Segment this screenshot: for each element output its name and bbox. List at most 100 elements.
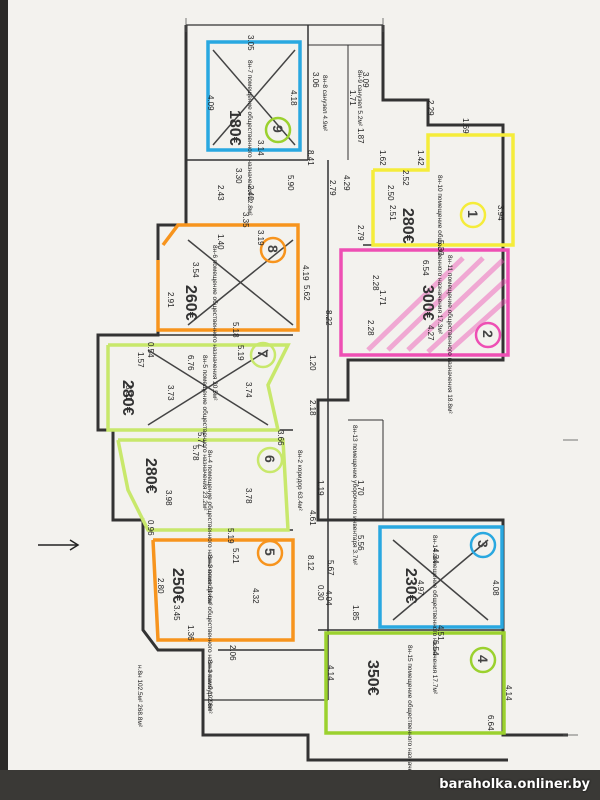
room-9-price: 180€ [226, 110, 243, 146]
dimension-value: 3.05 [246, 35, 255, 51]
dimension-value: 5.77 [196, 432, 205, 448]
ruler-ticks [185, 18, 578, 736]
room-5-circle [256, 539, 284, 567]
dimension-value: 0.30 [316, 585, 325, 601]
room-2-outline[interactable] [339, 248, 510, 357]
dimension-value: 5.78 [191, 445, 200, 461]
room-6-outline[interactable] [116, 438, 290, 532]
dimension-value: 3.78 [244, 488, 253, 504]
room-2-label: 8н-11 помещение общественного назначения… [446, 255, 454, 414]
dimension-value: 5.19 [236, 345, 245, 361]
dimension-value: 4.18 [289, 90, 298, 106]
dimension-value: 2.18 [308, 400, 317, 416]
entrance-arrow [38, 539, 80, 551]
dimension-value: 3.14 [256, 140, 265, 156]
room-4-number: 4 [475, 655, 491, 663]
room-3-number: 3 [475, 540, 491, 548]
dimension-value: 5.19 [226, 528, 235, 544]
dimension-value: 4.27 [426, 325, 435, 341]
room-6-number: 6 [262, 455, 278, 463]
dimension-value: 2.51 [388, 205, 397, 221]
dimension-value: 3.73 [166, 385, 175, 401]
room-6-circle [256, 446, 284, 474]
total-label: н.8н 102.5м² 268.8м² [136, 665, 143, 728]
dimension-value: 1.71 [348, 90, 357, 106]
room-6-label: 8н-4 помещение общественного назначения … [206, 450, 214, 606]
dimension-value: 2.28 [371, 275, 380, 291]
dimension-value: 3.98 [164, 490, 173, 506]
dimension-value: 1.36 [186, 625, 195, 641]
dimension-value: 6.64 [486, 715, 495, 731]
dimension-value: 1.42 [416, 150, 425, 166]
dimension-value: 2.91 [166, 292, 175, 308]
dimension-value: 3.31 [124, 385, 133, 401]
dimension-value: 1.87 [356, 128, 365, 144]
room-2-number: 2 [480, 330, 496, 338]
room-8-number: 8 [265, 245, 281, 253]
dimension-value: 5.62 [302, 285, 311, 301]
dimension-value: 2.52 [401, 170, 410, 186]
corridor-label: 8н-2 коридор 63.4м² [296, 450, 303, 512]
room-1-price: 280€ [399, 208, 416, 244]
dimension-value: 4.14 [504, 685, 513, 701]
room-3-label: 8н-14 помещение общественного назначения… [431, 535, 439, 695]
room-3-circle [469, 531, 497, 559]
dimension-value: 3.35 [241, 212, 250, 228]
dimension-value: 2.79 [356, 225, 365, 241]
room-9-circle [264, 116, 292, 144]
room-4-outline[interactable] [324, 631, 506, 735]
dimension-value: 1.85 [351, 605, 360, 621]
dimension-value: 1.19 [316, 480, 325, 496]
room-5-outline[interactable] [151, 538, 295, 642]
room-4-label: 8н-15 помещение общественного назначения… [406, 645, 414, 770]
dimension-value: 4.29 [342, 175, 351, 191]
watermark: baraholka.onliner.by [439, 777, 590, 792]
dimension-value: 4.32 [251, 588, 260, 604]
dimension-value: 5.90 [286, 175, 295, 191]
room-8-circle [259, 236, 287, 264]
room-number-markers [249, 116, 502, 674]
dimension-value: 5.56 [356, 535, 365, 551]
toilet2-label: 8н-9 санузел 5.2м² [356, 70, 363, 127]
dimension-value: 4.97 [416, 580, 425, 596]
dimension-value: 6.54 [421, 260, 430, 276]
room-1-outline[interactable] [371, 133, 515, 247]
room-2-circle [474, 321, 502, 349]
room-3-outline[interactable] [378, 525, 504, 629]
cross-marks [147, 49, 489, 621]
room-5-price: 250€ [169, 568, 186, 604]
dimension-value: 1.62 [378, 150, 387, 166]
dimension-value: 8.12 [306, 555, 315, 571]
dimension-value: 5.21 [231, 548, 240, 564]
floor-plan-sheet: 9 1 2 8 7 6 5 3 4 180€ 280€ 300€ 260€ 28… [8, 0, 600, 770]
dimension-value: 3.66 [276, 430, 285, 446]
dimension-value: 4.08 [491, 580, 500, 596]
dimension-value: 5.30 [436, 240, 445, 256]
dimension-value: 1.70 [356, 480, 365, 496]
photo-background-strip [0, 770, 600, 800]
dimension-value: 2.06 [228, 645, 237, 661]
storage-label: 8н-13 помещение уборочного инвентаря 3.7… [351, 425, 359, 566]
walls [96, 24, 568, 762]
room-2-price: 300€ [419, 285, 436, 321]
room-labels: 8н-7 помещение общественного назначения … [136, 60, 454, 770]
room-8-label: 8н-6 помещение общественного назначения … [211, 245, 219, 401]
dimension-value: 4.19 [301, 265, 310, 281]
dimension-value: 2.79 [328, 180, 337, 196]
dimension-value: 5.67 [326, 560, 335, 576]
room-9-number: 9 [270, 125, 286, 133]
room-prices: 180€ 280€ 300€ 260€ 280€ 280€ 250€ 230€ … [119, 110, 436, 696]
dimension-value: 3.30 [234, 168, 243, 184]
dimension-value: 3.06 [311, 72, 320, 88]
dimension-value: 2.43 [216, 185, 225, 201]
dimension-value: 4.09 [206, 95, 215, 111]
room-9-outline[interactable] [206, 40, 302, 152]
dimension-value: 2.28 [366, 320, 375, 336]
room-5-label: 8н-3 помещение общественного назначения … [206, 555, 214, 711]
dimension-value: 3.19 [256, 230, 265, 246]
room-8-outline[interactable] [156, 223, 300, 332]
dimension-value: 3.54 [191, 262, 200, 278]
room-7-label: 8н-5 помещение общественного назначения … [201, 355, 209, 511]
dimension-value: 3.09 [361, 72, 370, 88]
dimension-value: 1.71 [378, 290, 387, 306]
